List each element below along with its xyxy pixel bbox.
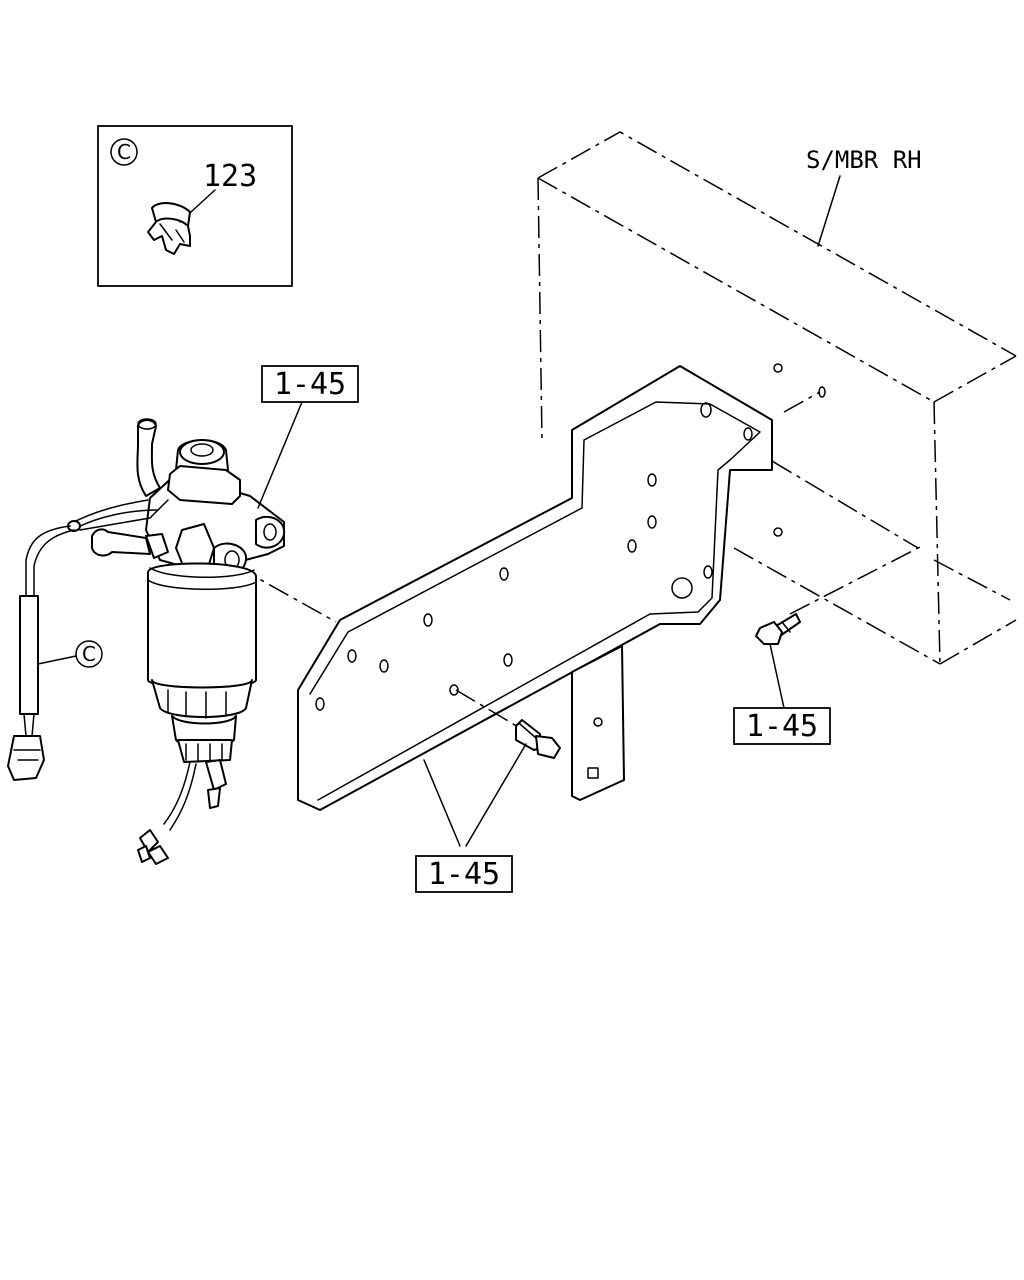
- fuel-filter-assembly: [67, 418, 286, 865]
- callout-box: [733, 707, 831, 745]
- bolt-right: [755, 613, 801, 645]
- callout-label: 1-45: [428, 857, 500, 892]
- callout-filter: 1-45: [257, 365, 359, 509]
- detail-view-letter-circle: [110, 138, 138, 166]
- callout-leader: [257, 401, 303, 509]
- detail-view-frame: [97, 125, 293, 287]
- wire-ref-circle: [75, 640, 103, 668]
- member-hole: [773, 363, 783, 373]
- detail-view-letter: C: [117, 140, 131, 164]
- callout-bolt-right: 1-45: [733, 643, 831, 745]
- callout-box: [415, 855, 513, 893]
- member-hole: [773, 527, 783, 537]
- wire-ref-leader: [37, 655, 77, 665]
- bolt-lower: [515, 719, 561, 759]
- filter-bracket: [235, 365, 923, 811]
- callout-leader: [769, 643, 785, 709]
- callout-leader: [465, 743, 527, 847]
- detail-part-number: 123: [203, 159, 257, 194]
- callout-leader: [423, 759, 461, 847]
- callout-label: 1-45: [274, 367, 346, 402]
- wire-ref-letter: C: [82, 642, 96, 666]
- side-member-rh: S/MBR RH: [537, 131, 1017, 665]
- bracket-holes: [315, 386, 826, 711]
- callout-box: [261, 365, 359, 403]
- callout-label: 1-45: [746, 709, 818, 744]
- tab-slot: [587, 767, 599, 779]
- clip-part-icon: [147, 202, 191, 255]
- member-label-leader: [817, 175, 841, 247]
- tab-hole: [593, 717, 603, 727]
- member-label: S/MBR RH: [806, 146, 922, 174]
- wire-harness: C: [7, 525, 103, 781]
- detail-view-c: C 123: [97, 125, 293, 287]
- callout-bracket-bolt: 1-45: [415, 743, 527, 893]
